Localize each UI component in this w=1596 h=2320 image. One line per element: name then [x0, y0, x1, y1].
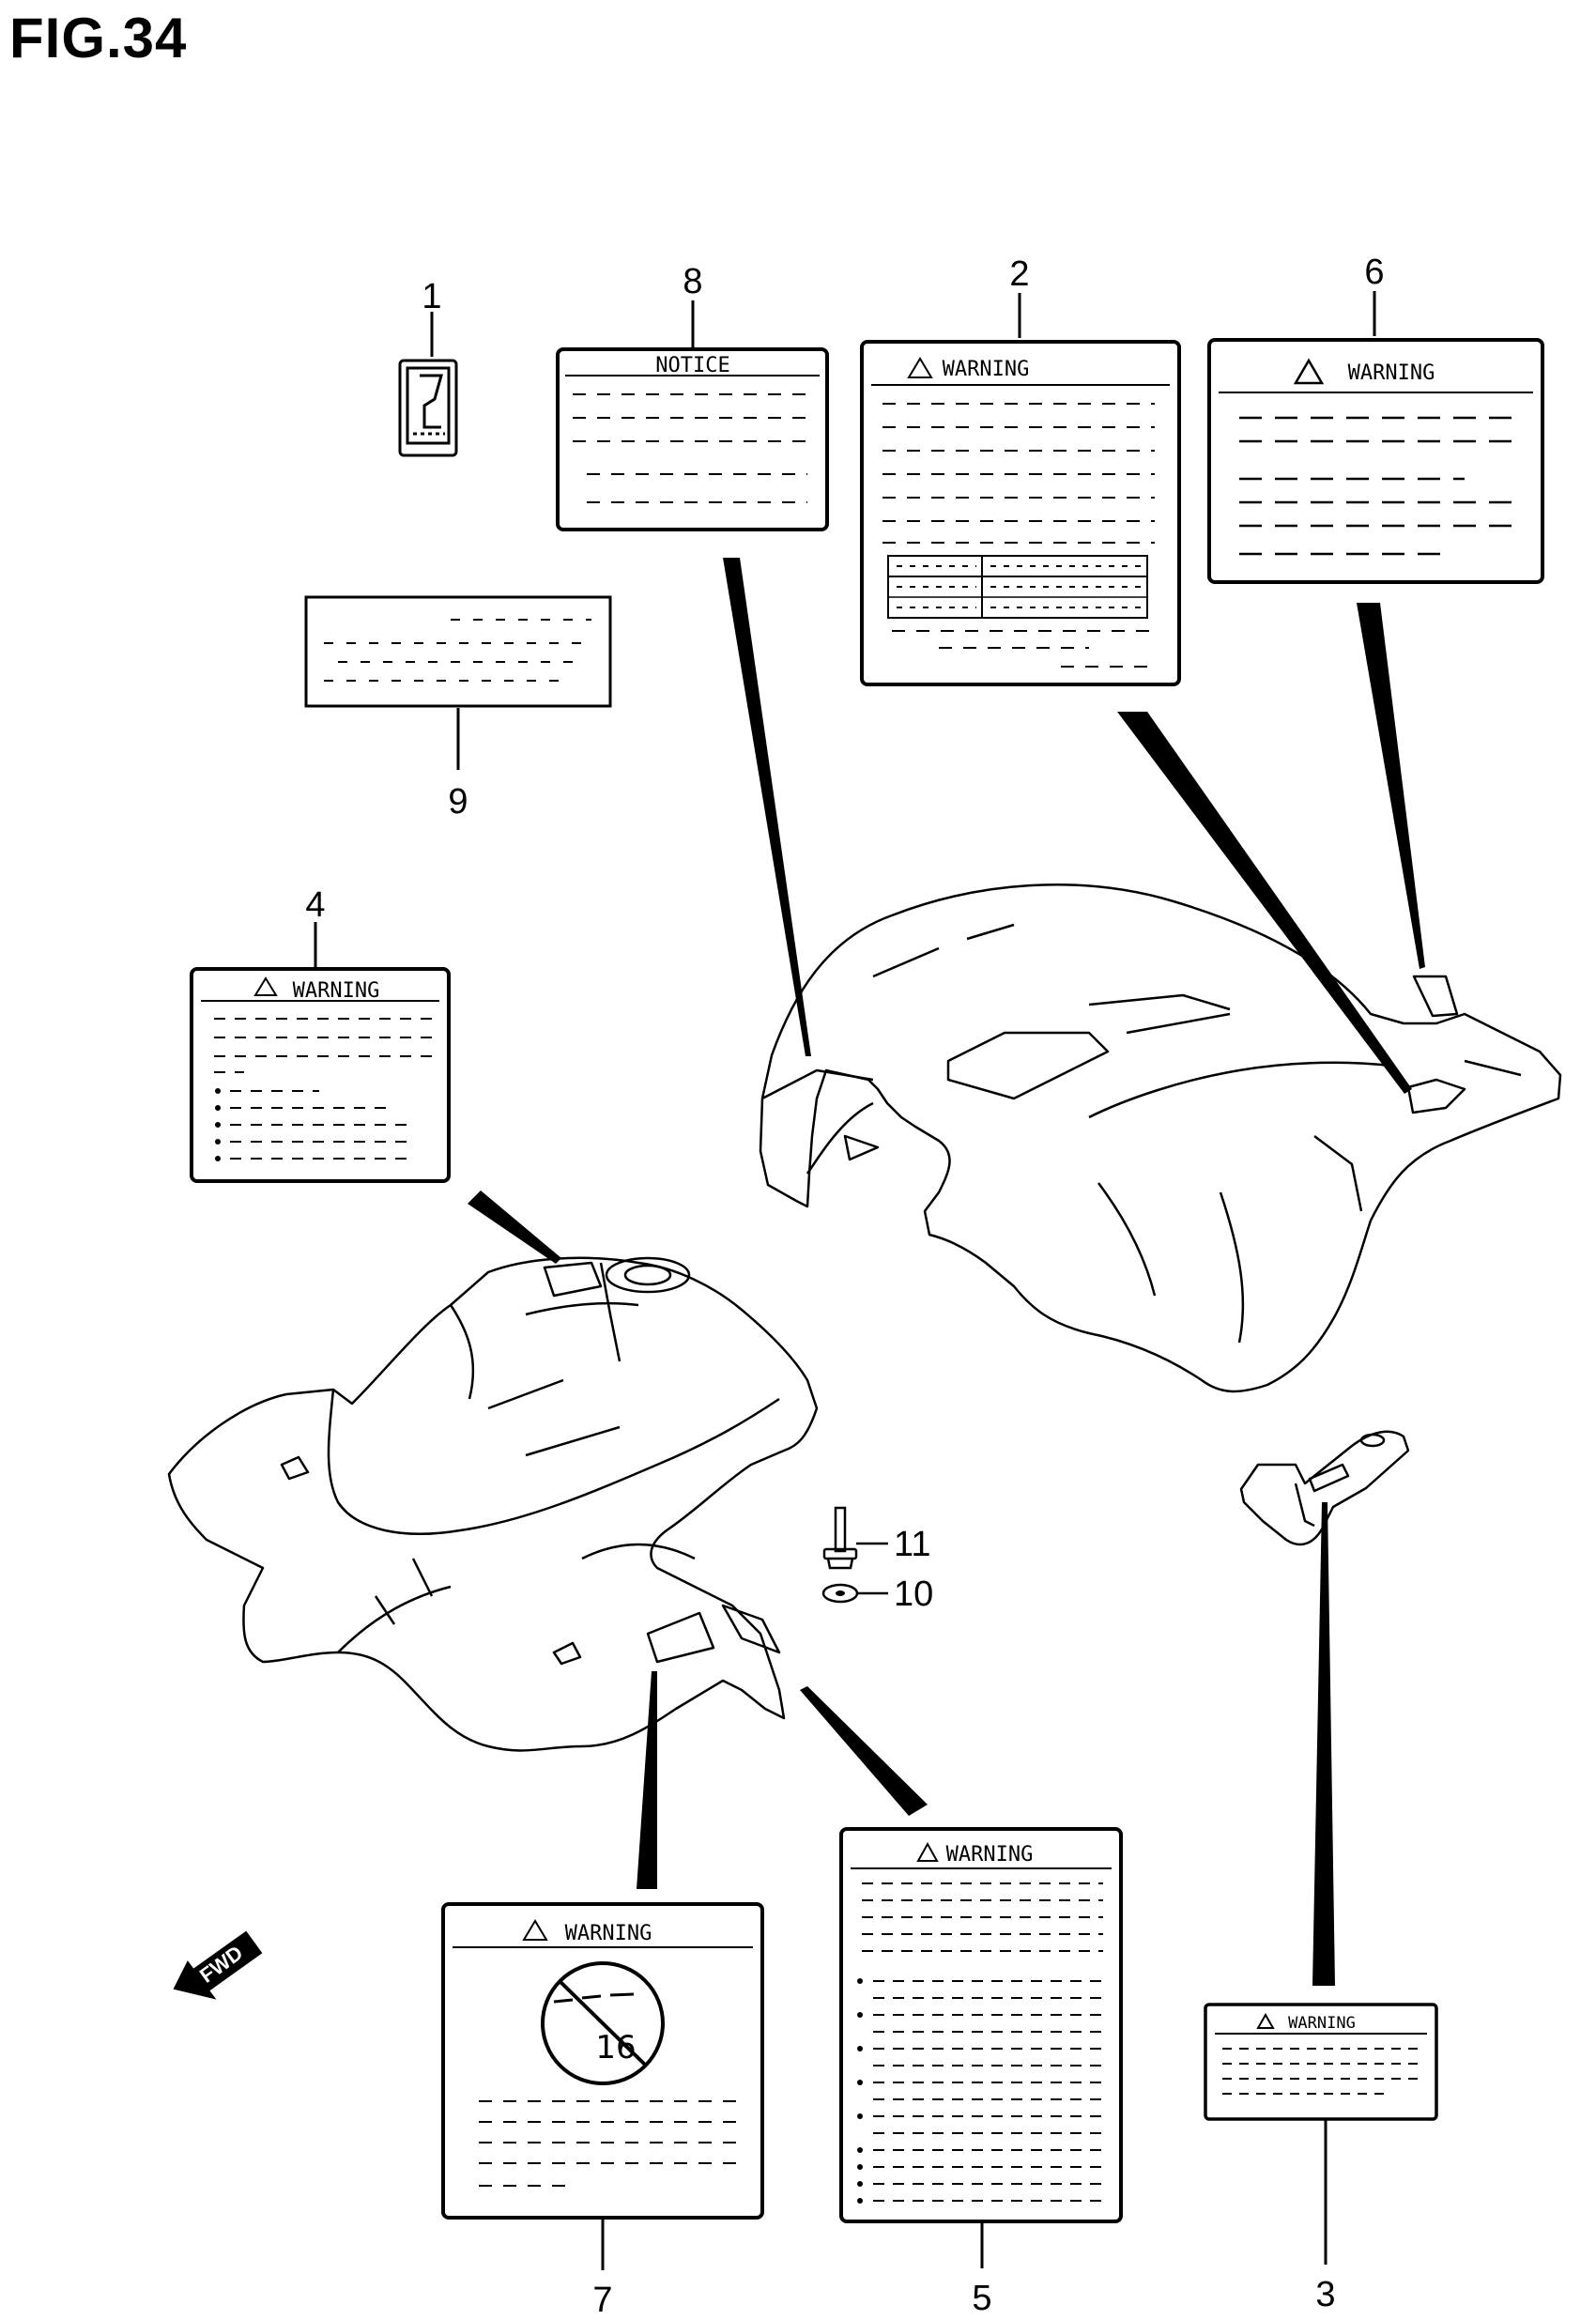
part-7-warning-label[interactable] — [441, 1902, 764, 2220]
part-1-small-label[interactable] — [398, 359, 458, 457]
rear-fender[interactable] — [759, 883, 1562, 1393]
leader-6 — [1357, 603, 1425, 969]
part-10-washer[interactable] — [821, 1583, 859, 1604]
callout-10: 10 — [894, 1575, 933, 1614]
part-9-strip-label[interactable] — [304, 595, 612, 708]
notice-header: NOTICE — [655, 354, 729, 377]
warning-2-header: WARNING — [943, 358, 1030, 381]
part-3-warning-label[interactable] — [1204, 2003, 1438, 2121]
warning-7-header: WARNING — [565, 1922, 652, 1945]
leader-3 — [1312, 1502, 1335, 1986]
part-8-notice-label[interactable] — [556, 347, 829, 531]
part-6-warning-label[interactable] — [1207, 338, 1544, 584]
part-2-warning-label[interactable] — [860, 340, 1181, 686]
part-4-warning-label[interactable] — [190, 967, 451, 1183]
warning-6-header: WARNING — [1348, 361, 1435, 385]
leader-5 — [800, 1686, 928, 1816]
callout-3: 3 — [1315, 2275, 1335, 2314]
forward-direction-arrow — [173, 1930, 263, 2000]
callout-1: 1 — [422, 277, 441, 316]
figure-title: FIG.34 — [9, 7, 188, 69]
age-badge-text: 16 — [595, 2029, 636, 2066]
warning-3-header: WARNING — [1288, 2014, 1356, 2033]
leader-2 — [1117, 712, 1412, 1094]
part-11-bolt[interactable] — [822, 1506, 858, 1570]
battery-holder-bracket[interactable] — [1239, 1430, 1410, 1546]
callout-8: 8 — [683, 262, 702, 301]
callout-5: 5 — [972, 2279, 991, 2318]
warning-4-header: WARNING — [293, 979, 380, 1003]
leader-8 — [723, 558, 811, 1056]
part-5-warning-label[interactable] — [839, 1827, 1123, 2223]
callout-9: 9 — [448, 782, 468, 822]
leader-4 — [468, 1191, 561, 1264]
callout-2: 2 — [1009, 254, 1029, 294]
front-fender[interactable] — [167, 1256, 819, 1752]
leader-7 — [637, 1671, 657, 1889]
callout-7: 7 — [592, 2281, 612, 2320]
callout-11: 11 — [894, 1525, 930, 1564]
callout-4: 4 — [305, 885, 325, 925]
callout-6: 6 — [1364, 253, 1384, 292]
warning-5-header: WARNING — [946, 1843, 1034, 1867]
